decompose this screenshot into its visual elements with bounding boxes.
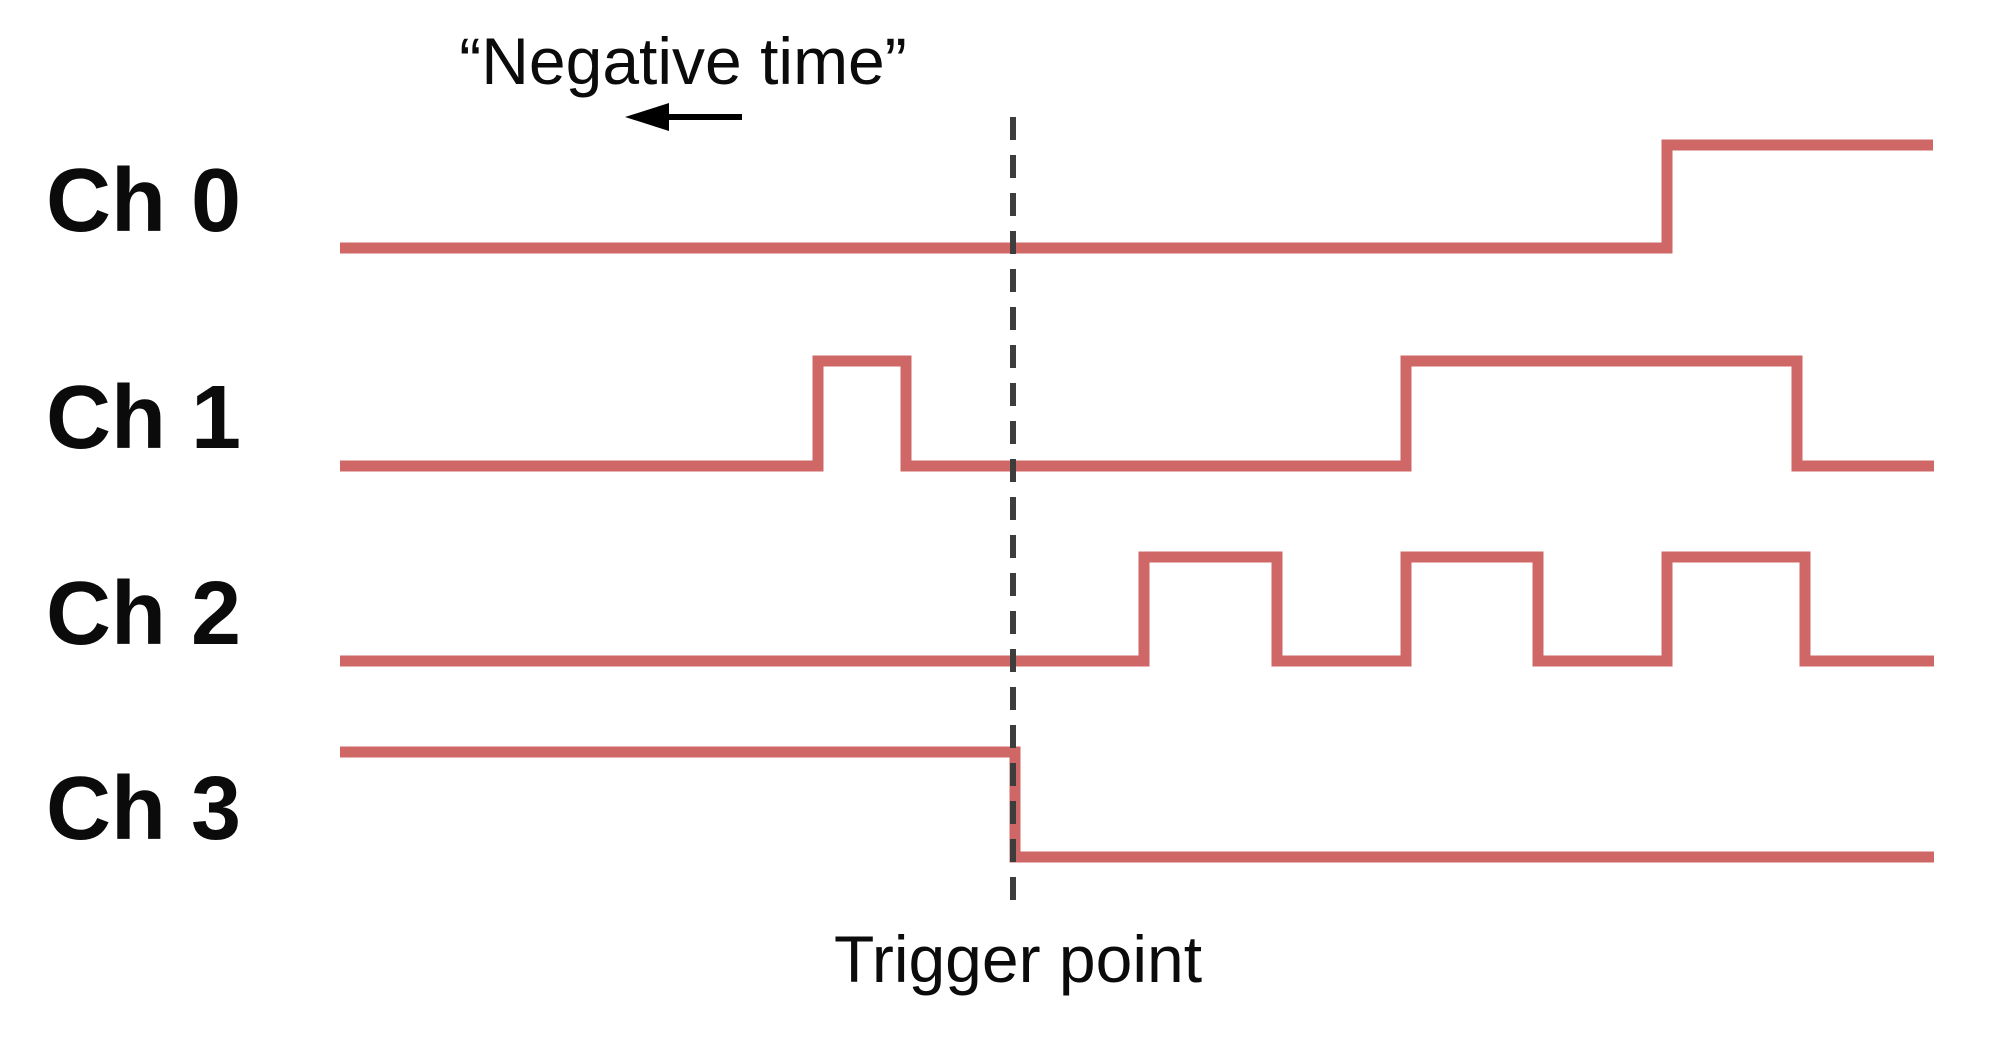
negative-time-label: “Negative time” (459, 24, 907, 98)
negative-time-arrow-head (625, 103, 669, 131)
channel-label-ch2: Ch 2 (46, 563, 242, 664)
channel-label-ch3: Ch 3 (46, 759, 242, 859)
channel-label-ch1: Ch 1 (46, 368, 242, 468)
waveform-ch1 (340, 355, 1934, 472)
waveform-ch2 (340, 551, 1934, 667)
channel-label-ch0: Ch 0 (46, 151, 242, 251)
waveform-ch3 (340, 746, 1934, 863)
waveform-ch0 (340, 139, 1933, 254)
trigger-point-label: Trigger point (833, 922, 1203, 996)
